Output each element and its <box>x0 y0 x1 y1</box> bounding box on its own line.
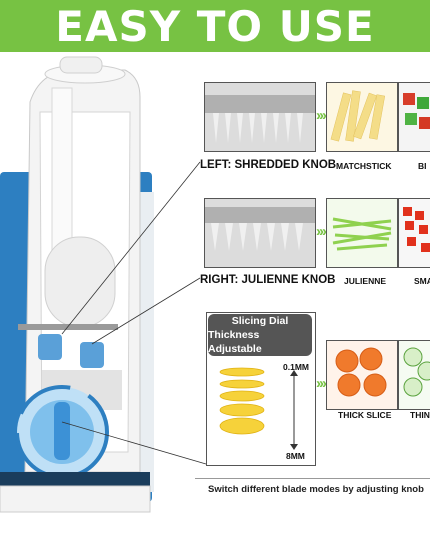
bi-photo <box>398 82 430 152</box>
dial-title-line2: Thickness Adjustable <box>208 329 262 355</box>
thin-label: THIN <box>410 410 430 420</box>
arrow-icon: ››› <box>316 375 327 392</box>
slice-stack-illustration <box>219 367 298 450</box>
slicer-device-illustration <box>0 56 207 513</box>
footer-text: Switch different blade modes by adjustin… <box>208 484 424 495</box>
dial-title-line1: Slicing Dial <box>231 315 289 327</box>
matchstick-label: MATCHSTICK <box>336 161 392 171</box>
left-knob-label: LEFT: SHREDDED KNOB <box>200 159 337 171</box>
slicing-dial-title: Slicing Dial Thickness Adjustable <box>208 314 312 356</box>
banner-title: EASY TO USE <box>55 1 375 51</box>
thick-slice-photo <box>326 340 398 410</box>
julienne-photo <box>326 198 398 268</box>
matchstick-photo <box>326 82 398 152</box>
thick-slice-label: THICK SLICE <box>338 410 392 420</box>
sma-photo <box>398 198 430 268</box>
julienne-label: JULIENNE <box>344 276 387 286</box>
divider <box>195 478 430 479</box>
max-thickness-label: 8MM <box>286 451 305 461</box>
julienne-blade-photo <box>204 198 316 268</box>
thin-slice-photo <box>398 340 430 410</box>
shredded-blade-photo <box>204 82 316 152</box>
bi-label: BI <box>418 161 427 171</box>
arrow-icon: ››› <box>316 223 327 240</box>
banner: EASY TO USE <box>0 0 430 52</box>
sma-label: SMA <box>414 276 430 286</box>
arrow-icon: ››› <box>316 107 327 124</box>
right-knob-label: RIGHT: JULIENNE KNOB <box>200 274 336 286</box>
min-thickness-label: 0.1MM <box>283 362 309 372</box>
